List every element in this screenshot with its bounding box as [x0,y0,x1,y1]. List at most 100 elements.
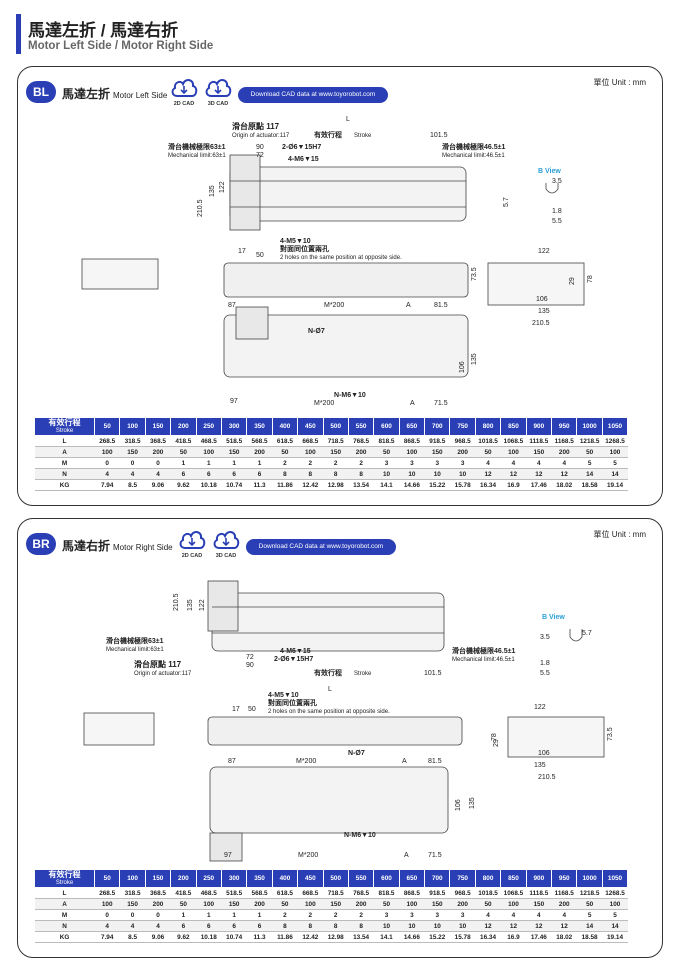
table-cell: 568.5 [246,887,273,899]
mech-limit-right: 滑台機械極限46.5±1 [452,646,515,655]
section-title-zh: 馬達左折 [62,87,111,101]
table-cell: 1118.5 [526,435,552,447]
table-cell: 8 [297,468,324,480]
table-cell: 100 [602,898,628,910]
table-cell: 14.66 [399,479,425,491]
cad-3d-label: 3D CAD [207,101,229,107]
table-cell: 1068.5 [500,887,527,899]
section-title-en: Motor Left Side [113,91,168,100]
tap-count-label: N-M6▼10 [334,392,366,399]
dim-label: 135 [538,308,550,315]
table-cell: 50 [373,898,400,910]
table-cell: 0 [119,457,146,469]
motor-block-bottom [209,832,243,862]
stroke-column-header: 500 [322,417,349,436]
dim-label: 122 [534,704,546,711]
cad-2d-download[interactable]: 2D CAD [178,528,206,562]
dim-label: 122 [219,181,226,193]
stroke-column-header: 300 [220,869,248,888]
table-cell: 768.5 [348,887,374,899]
motor-block [207,580,239,632]
table-cell: 10 [424,920,450,932]
b-view-profile [545,183,559,194]
table-cell: 9.06 [145,479,171,491]
table-cell: 518.5 [221,887,247,899]
page-title: 馬達左折 / 馬達右折 [28,21,179,40]
table-cell: 668.5 [297,435,324,447]
table-cell: 100 [94,898,120,910]
table-cell: 18.58 [576,479,603,491]
table-cell: 668.5 [297,887,324,899]
table-cell: 100 [196,898,222,910]
dim-label: 210.5 [197,199,204,217]
dim-label: 3.5 [552,178,562,185]
table-cell: 268.5 [94,887,120,899]
dim-label: 81.5 [428,758,442,765]
stroke-label: 有效行程 [314,668,342,677]
dim-label: 50 [248,706,256,713]
dim-label: M*200 [324,302,344,309]
table-cell: 1218.5 [576,435,603,447]
table-cell: 10.74 [221,931,247,943]
download-cad-link[interactable]: Download CAD data at www.toyorobot.com [238,87,388,103]
table-cell: 14 [576,920,603,932]
table-cell: 5 [602,457,628,469]
stroke-column-header: 650 [398,417,426,436]
cad-2d-download[interactable]: 2D CAD [170,76,198,110]
table-cell: 3 [399,909,425,921]
dim-label: 135 [471,353,478,365]
table-cell: 8 [272,468,298,480]
table-cell: 968.5 [449,887,476,899]
holes-label-en: 2 holes on the same position at opposite… [280,255,402,261]
table-cell: 8 [297,920,324,932]
table-cell: 15.78 [449,931,476,943]
table-cell: 100 [399,898,425,910]
row-label: KG [34,479,95,491]
table-cell: 4 [119,920,146,932]
cad-2d-icon [170,79,198,102]
b-view-label: B View [542,614,565,621]
stroke-column-header: 950 [551,869,578,888]
actuator-body-top [229,166,467,222]
dim-label: A [406,302,411,309]
table-cell: 6 [196,920,222,932]
cad-3d-download[interactable]: 3D CAD [204,76,232,110]
dim-label: 101.5 [424,670,442,677]
actuator-body-bottom [223,314,469,378]
actuator-body-side [223,262,469,298]
stroke-column-header: 100 [119,417,146,436]
stroke-column-header: 750 [449,869,476,888]
table-cell: 14.1 [373,931,400,943]
stroke-column-header: 900 [525,417,553,436]
row-label: L [34,435,95,447]
table-cell: 12 [500,920,527,932]
table-cell: 200 [246,446,273,458]
table-cell: 418.5 [170,435,197,447]
table-cell: 150 [221,446,247,458]
motor-block [229,154,261,231]
stroke-column-header: 750 [449,417,476,436]
cad-3d-icon [212,531,240,554]
table-cell: 1 [246,909,273,921]
stroke-header-zh: 有效行程 [48,417,81,427]
actuator-body-side [207,716,463,746]
unit-label: 單位 Unit : mm [593,78,646,87]
table-cell: 718.5 [323,887,349,899]
table-cell: 8 [323,468,349,480]
origin-label: 滑台原點 117 [134,659,182,669]
dim-label: 29 [569,277,576,285]
table-cell: 868.5 [399,435,425,447]
table-cell: 12.42 [297,931,324,943]
table-cell: 10.18 [196,931,222,943]
stroke-header-en: Stroke [55,879,74,886]
table-cell: 100 [196,446,222,458]
table-cell: 12.42 [297,479,324,491]
cad-3d-download[interactable]: 3D CAD [212,528,240,562]
table-cell: 4 [500,457,527,469]
stroke-column-header: 50 [93,869,121,888]
download-cad-link[interactable]: Download CAD data at www.toyorobot.com [246,539,396,555]
